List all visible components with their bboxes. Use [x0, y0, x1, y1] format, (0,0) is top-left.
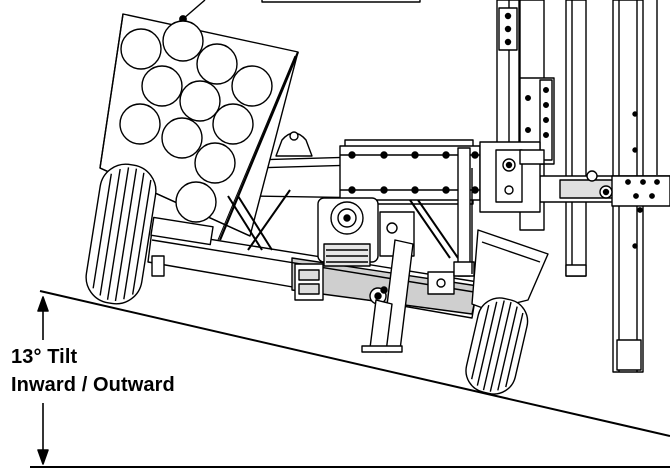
right-wheel: [465, 297, 529, 395]
antenna-rod: [218, 51, 300, 241]
clamp-block: [294, 263, 455, 301]
tilt-angle-arrow: [37, 296, 49, 465]
stand-leg: [361, 239, 414, 353]
top-panel: [261, 0, 421, 3]
practice-balls: [119, 20, 273, 223]
pivot-fitting: [275, 131, 313, 157]
hitch-link: [539, 170, 670, 213]
support-post: [453, 147, 475, 277]
tilt-label-line1: 13° Tilt: [11, 346, 78, 368]
sloped-ground-line: [39, 290, 670, 437]
right-fender: [471, 229, 549, 311]
ground-lines: [30, 290, 670, 468]
engine-assembly: [317, 197, 415, 305]
tilt-label-line2: Inward / Outward: [11, 374, 175, 396]
upper-boom: [251, 139, 545, 213]
left-wheel: [85, 163, 157, 305]
